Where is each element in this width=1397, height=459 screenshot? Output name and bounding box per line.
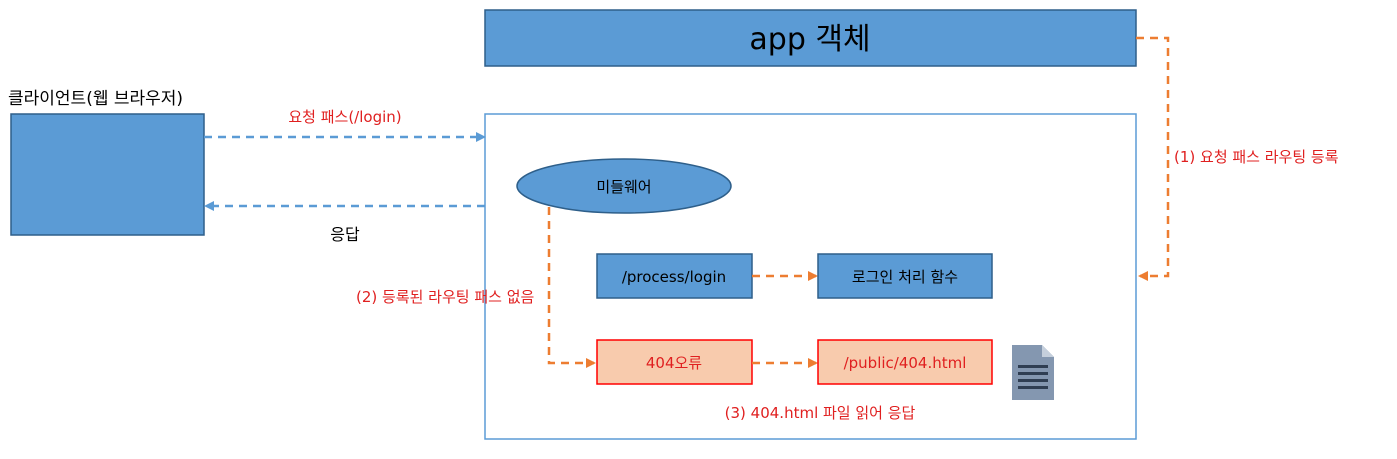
process-login-label: /process/login: [622, 268, 726, 286]
app-object-box: app 객체: [484, 9, 1137, 67]
login-handler-label: 로그인 처리 함수: [852, 268, 958, 286]
error-404-label: 404오류: [646, 354, 702, 372]
register-routing-arrow: [1136, 36, 1170, 281]
middleware-label: 미들웨어: [596, 178, 651, 196]
request-path-label: 요청 패스(/login): [288, 108, 401, 126]
client-label: 클라이언트(웹 브라우저): [8, 89, 183, 109]
read-404-label: (3) 404.html 파일 읽어 응답: [725, 404, 916, 422]
no-routing-arrow: [547, 207, 596, 368]
register-routing-label: (1) 요청 패스 라우팅 등록: [1174, 148, 1339, 166]
public-404-label: /public/404.html: [844, 354, 967, 372]
middleware-node: 미들웨어: [516, 158, 732, 214]
error-404-box: 404오류: [596, 339, 753, 385]
app-object-label: app 객체: [749, 22, 870, 57]
client-box: [10, 113, 205, 236]
no-routing-label: (2) 등록된 라우팅 패스 없음: [356, 288, 534, 306]
public-404-box: /public/404.html: [817, 339, 993, 385]
document-icon: [1012, 345, 1054, 400]
response-label: 응답: [330, 225, 360, 244]
login-handler-box: 로그인 처리 함수: [817, 253, 993, 299]
process-login-box: /process/login: [596, 253, 753, 299]
